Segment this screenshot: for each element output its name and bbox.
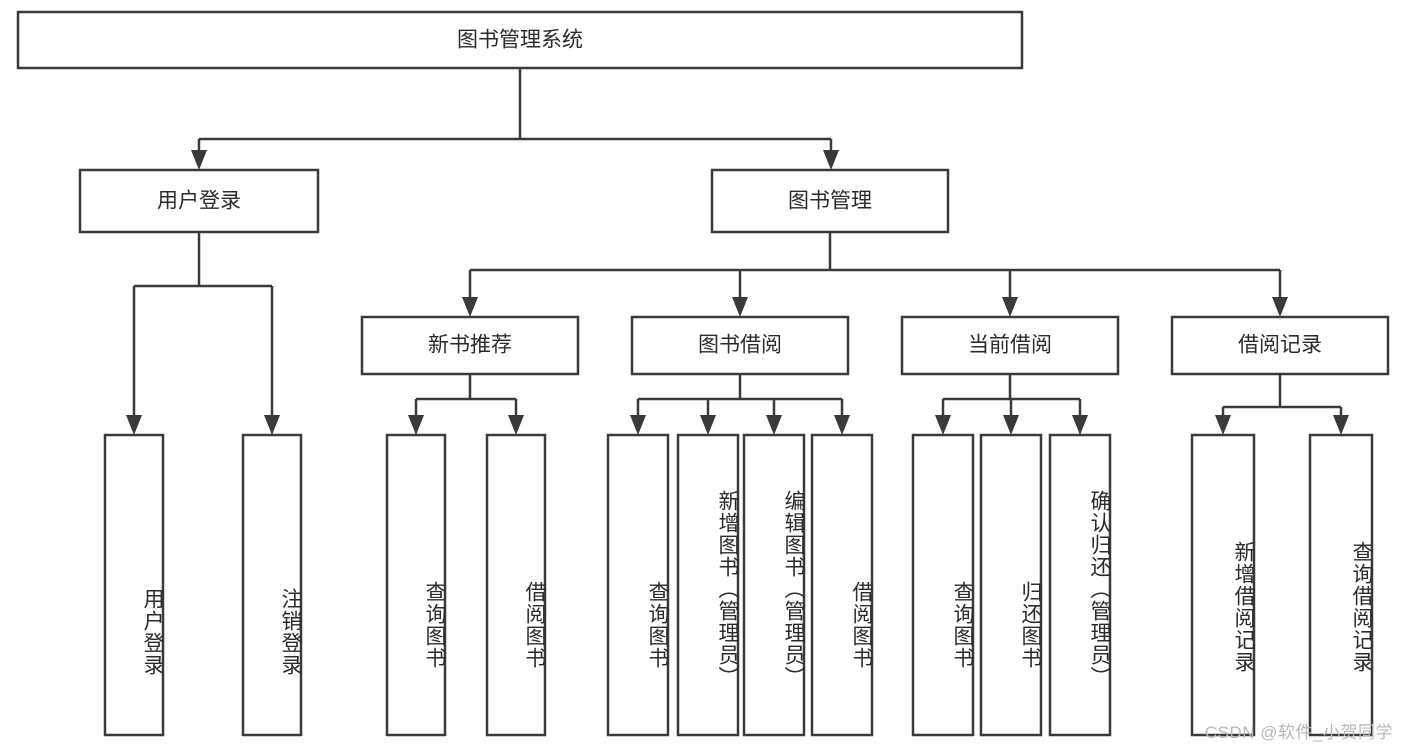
leaf-box-2[interactable] xyxy=(385,433,447,737)
leaf-box-5[interactable] xyxy=(676,433,740,737)
arrow-leaf-10 xyxy=(1003,415,1019,435)
arrow-leaf-7 xyxy=(766,415,782,435)
connector-lines xyxy=(132,68,1343,417)
user-login-label: 用户登录 xyxy=(157,190,241,213)
arrow-leaf-5 xyxy=(630,415,646,435)
arrow-to-newbook xyxy=(462,297,478,317)
leaf-box-8[interactable] xyxy=(911,433,975,737)
arrow-to-borrow xyxy=(732,297,748,317)
arrow-leaf-13 xyxy=(1333,415,1349,435)
arrow-leaf-8 xyxy=(834,415,850,435)
leaf-box-1[interactable] xyxy=(241,433,303,737)
arrow-to-current xyxy=(1002,297,1018,317)
leaf-box-11[interactable] xyxy=(1190,433,1256,737)
arrow-to-record xyxy=(1272,297,1288,317)
leaf-box-0[interactable] xyxy=(103,433,165,737)
leaf-box-6[interactable] xyxy=(742,433,806,737)
leaf-box-9[interactable] xyxy=(979,433,1043,737)
arrow-to-book-manage xyxy=(823,150,839,170)
node-current-borrow[interactable] xyxy=(900,315,1120,376)
csdn-watermark: CSDN @软件_小贺同学 xyxy=(1204,723,1393,742)
arrow-leaf-9 xyxy=(935,415,951,435)
horizontal-labels: 图书管理系统 用户登录 图书管理 新书推荐 图书借阅 当前借阅 借阅记录 xyxy=(157,29,1322,357)
root-label: 图书管理系统 xyxy=(457,29,583,52)
book-manage-label: 图书管理 xyxy=(788,190,872,213)
arrow-leaf-2 xyxy=(264,415,280,435)
leaf-box-12[interactable] xyxy=(1308,433,1374,737)
arrow-leaf-12 xyxy=(1215,415,1231,435)
borrow-record-label: 借阅记录 xyxy=(1238,334,1322,357)
node-new-book-recommend[interactable] xyxy=(360,315,580,376)
node-book-manage[interactable] xyxy=(710,168,950,234)
node-book-borrow[interactable] xyxy=(630,315,850,376)
node-borrow-record[interactable] xyxy=(1170,315,1390,376)
node-boxes xyxy=(16,10,1390,737)
arrow-leaf-4 xyxy=(508,415,524,435)
book-borrow-label: 图书借阅 xyxy=(698,334,782,357)
arrow-leaf-6 xyxy=(700,415,716,435)
arrow-heads xyxy=(126,150,1349,435)
arrow-leaf-1 xyxy=(126,415,142,435)
leaf-box-10[interactable] xyxy=(1048,433,1112,737)
new-book-recommend-label: 新书推荐 xyxy=(428,334,512,357)
arrow-leaf-11 xyxy=(1072,415,1088,435)
leaf-box-4[interactable] xyxy=(606,433,670,737)
node-root[interactable] xyxy=(16,10,1024,70)
arrow-leaf-3 xyxy=(408,415,424,435)
leaf-box-7[interactable] xyxy=(810,433,874,737)
node-user-login[interactable] xyxy=(78,168,320,234)
leaf-box-3[interactable] xyxy=(485,433,547,737)
arrow-to-user-login xyxy=(191,150,207,170)
current-borrow-label: 当前借阅 xyxy=(968,334,1052,357)
